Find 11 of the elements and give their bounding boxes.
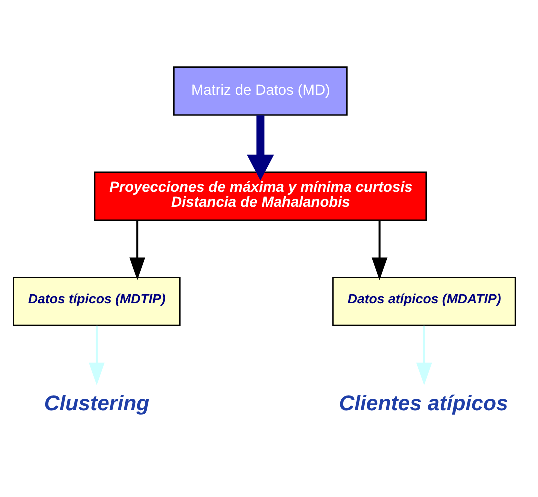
- node-box: Matriz de Datos (MD): [174, 66, 348, 116]
- node-box: Proyecciones de máxima y mínima curtosis Distancia de Mahalanobis: [94, 171, 428, 221]
- arrow: [89, 325, 105, 385]
- node-box: Datos típicos (MDTIP): [13, 276, 181, 326]
- arrow: [247, 115, 274, 180]
- arrow: [372, 220, 388, 280]
- arrow: [130, 220, 146, 280]
- node-text: Clustering: [44, 390, 150, 415]
- node-text: Clientes atípicos: [339, 390, 508, 415]
- arrow: [416, 325, 432, 385]
- node-box: Datos atípicos (MDATIP): [332, 276, 516, 326]
